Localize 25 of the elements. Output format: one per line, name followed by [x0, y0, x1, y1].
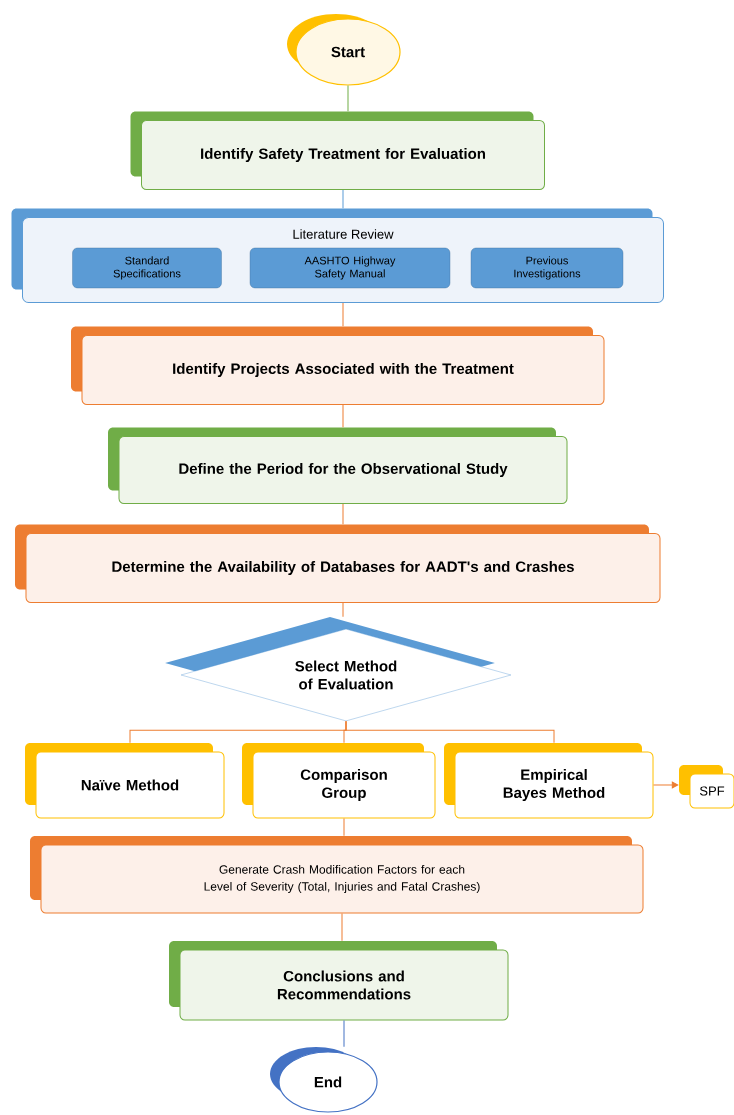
connector	[342, 404, 344, 428]
connector	[342, 602, 344, 618]
connector	[341, 913, 343, 942]
node-label: End	[314, 1076, 342, 1088]
process-box: Identify Safety Treatment for Evaluation	[130, 111, 545, 190]
process-box: Naïve Method	[25, 743, 225, 819]
connector	[342, 302, 344, 327]
connector	[347, 85, 349, 112]
connector	[653, 781, 679, 789]
connector	[343, 1020, 345, 1048]
process-box: Generate Crash Modification Factors for each Level of Severity (Total, Injuries and Fatal Crashes)	[30, 836, 644, 914]
connector	[342, 503, 344, 525]
process-box: Determine the Availability of Databases for AADT's and Crashes	[15, 524, 661, 603]
process-box: Conclusions and Recommendations	[169, 941, 509, 1021]
process-box: Comparison Group	[242, 743, 436, 819]
connector	[343, 818, 345, 837]
process-box: Identify Projects Associated with the Treatment	[71, 326, 605, 405]
sub-box: Standard Specifications	[72, 247, 222, 289]
process-box: SPF	[679, 765, 734, 809]
connector	[342, 189, 344, 209]
process-box: Empirical Bayes Method	[444, 743, 654, 819]
process-box: Define the Period for the Observational Study	[108, 427, 568, 504]
sub-box: AASHTO Highway Safety Manual	[249, 247, 451, 289]
connector	[345, 720, 555, 744]
sub-box: Previous Investigations	[470, 247, 624, 289]
